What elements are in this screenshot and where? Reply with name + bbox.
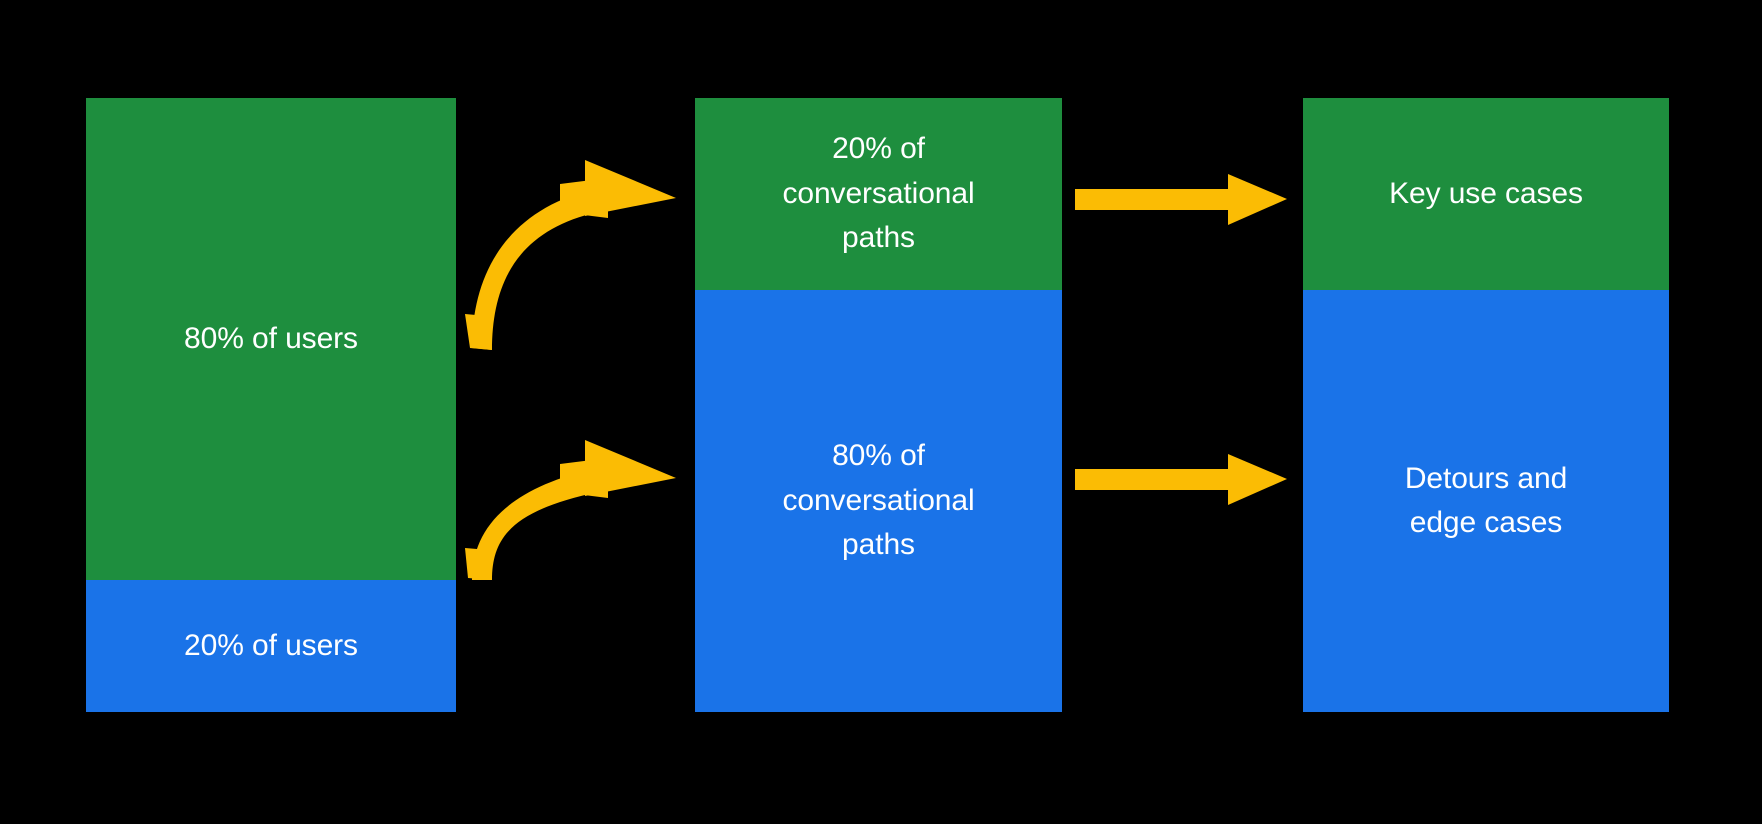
straight-arrow-top-icon bbox=[1075, 174, 1287, 225]
straight-arrow-bottom-icon bbox=[1075, 454, 1287, 505]
segment-detours-edge-cases[interactable]: Detours and edge cases bbox=[1303, 290, 1669, 712]
outcomes-column: Key use cases Detours and edge cases bbox=[1303, 98, 1669, 712]
segment-key-use-cases-label: Key use cases bbox=[1389, 176, 1583, 210]
segment-users-minority-label: 20% of users bbox=[184, 628, 358, 662]
segment-users-majority-label: 80% of users bbox=[184, 321, 358, 355]
users-column: 80% of users 20% of users bbox=[86, 98, 456, 712]
segment-users-minority[interactable]: 20% of users bbox=[86, 580, 456, 712]
segment-paths-majority[interactable]: 80% of conversational paths bbox=[695, 290, 1062, 712]
segment-paths-majority-label: 80% of conversational paths bbox=[782, 439, 975, 562]
curved-arrow-bottom-icon bbox=[465, 440, 676, 580]
segment-paths-minority-label: 20% of conversational paths bbox=[782, 132, 975, 255]
segment-detours-edge-cases-label: Detours and edge cases bbox=[1404, 461, 1568, 539]
segment-users-majority[interactable]: 80% of users bbox=[86, 98, 456, 580]
segment-key-use-cases[interactable]: Key use cases bbox=[1303, 98, 1669, 290]
conversational-paths-column: 20% of conversational paths 80% of conve… bbox=[695, 98, 1062, 712]
curved-arrow-top-icon bbox=[465, 160, 676, 350]
segment-paths-minority[interactable]: 20% of conversational paths bbox=[695, 98, 1062, 290]
